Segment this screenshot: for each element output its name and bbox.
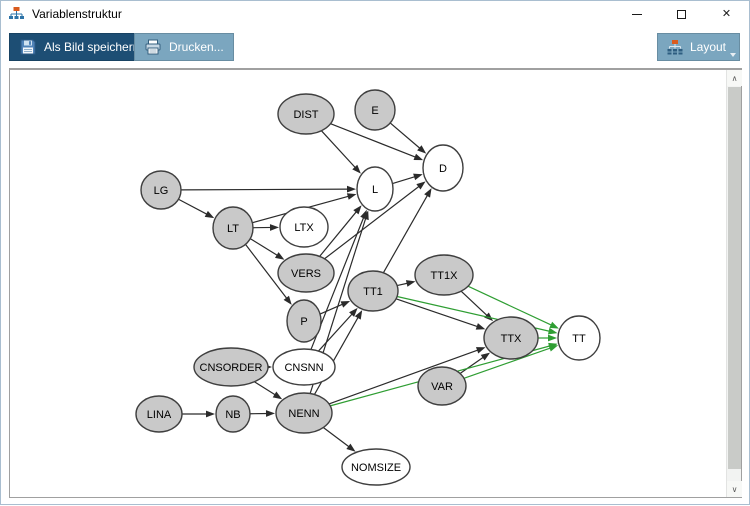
floppy-disk-icon (19, 38, 37, 56)
print-button[interactable]: Drucken... (134, 33, 234, 61)
titlebar: Variablenstruktur ✕ (1, 1, 749, 27)
scroll-up-button[interactable]: ∧ (727, 70, 742, 86)
dropdown-arrow-icon (730, 53, 736, 57)
printer-icon (144, 38, 162, 56)
close-button[interactable]: ✕ (704, 1, 749, 27)
maximize-button[interactable] (659, 1, 704, 27)
window-title: Variablenstruktur (32, 7, 122, 21)
scrollbar-thumb[interactable] (728, 87, 741, 469)
toolbar: Als Bild speichern... Drucken... (1, 27, 749, 67)
window-controls: ✕ (614, 1, 749, 27)
layout-button[interactable]: Layout (657, 33, 740, 61)
layout-hierarchy-icon (667, 40, 683, 55)
vertical-scrollbar[interactable]: ∧ ∨ (726, 70, 741, 497)
hierarchy-app-icon (8, 6, 25, 23)
scroll-down-button[interactable]: ∨ (727, 481, 742, 497)
layout-label: Layout (690, 40, 726, 54)
maximize-icon (677, 10, 686, 19)
graph-canvas[interactable]: ∧ ∨ (9, 68, 742, 498)
minimize-button[interactable] (614, 1, 659, 27)
close-icon: ✕ (722, 9, 731, 20)
print-label: Drucken... (169, 40, 224, 54)
minimize-icon (632, 14, 642, 15)
